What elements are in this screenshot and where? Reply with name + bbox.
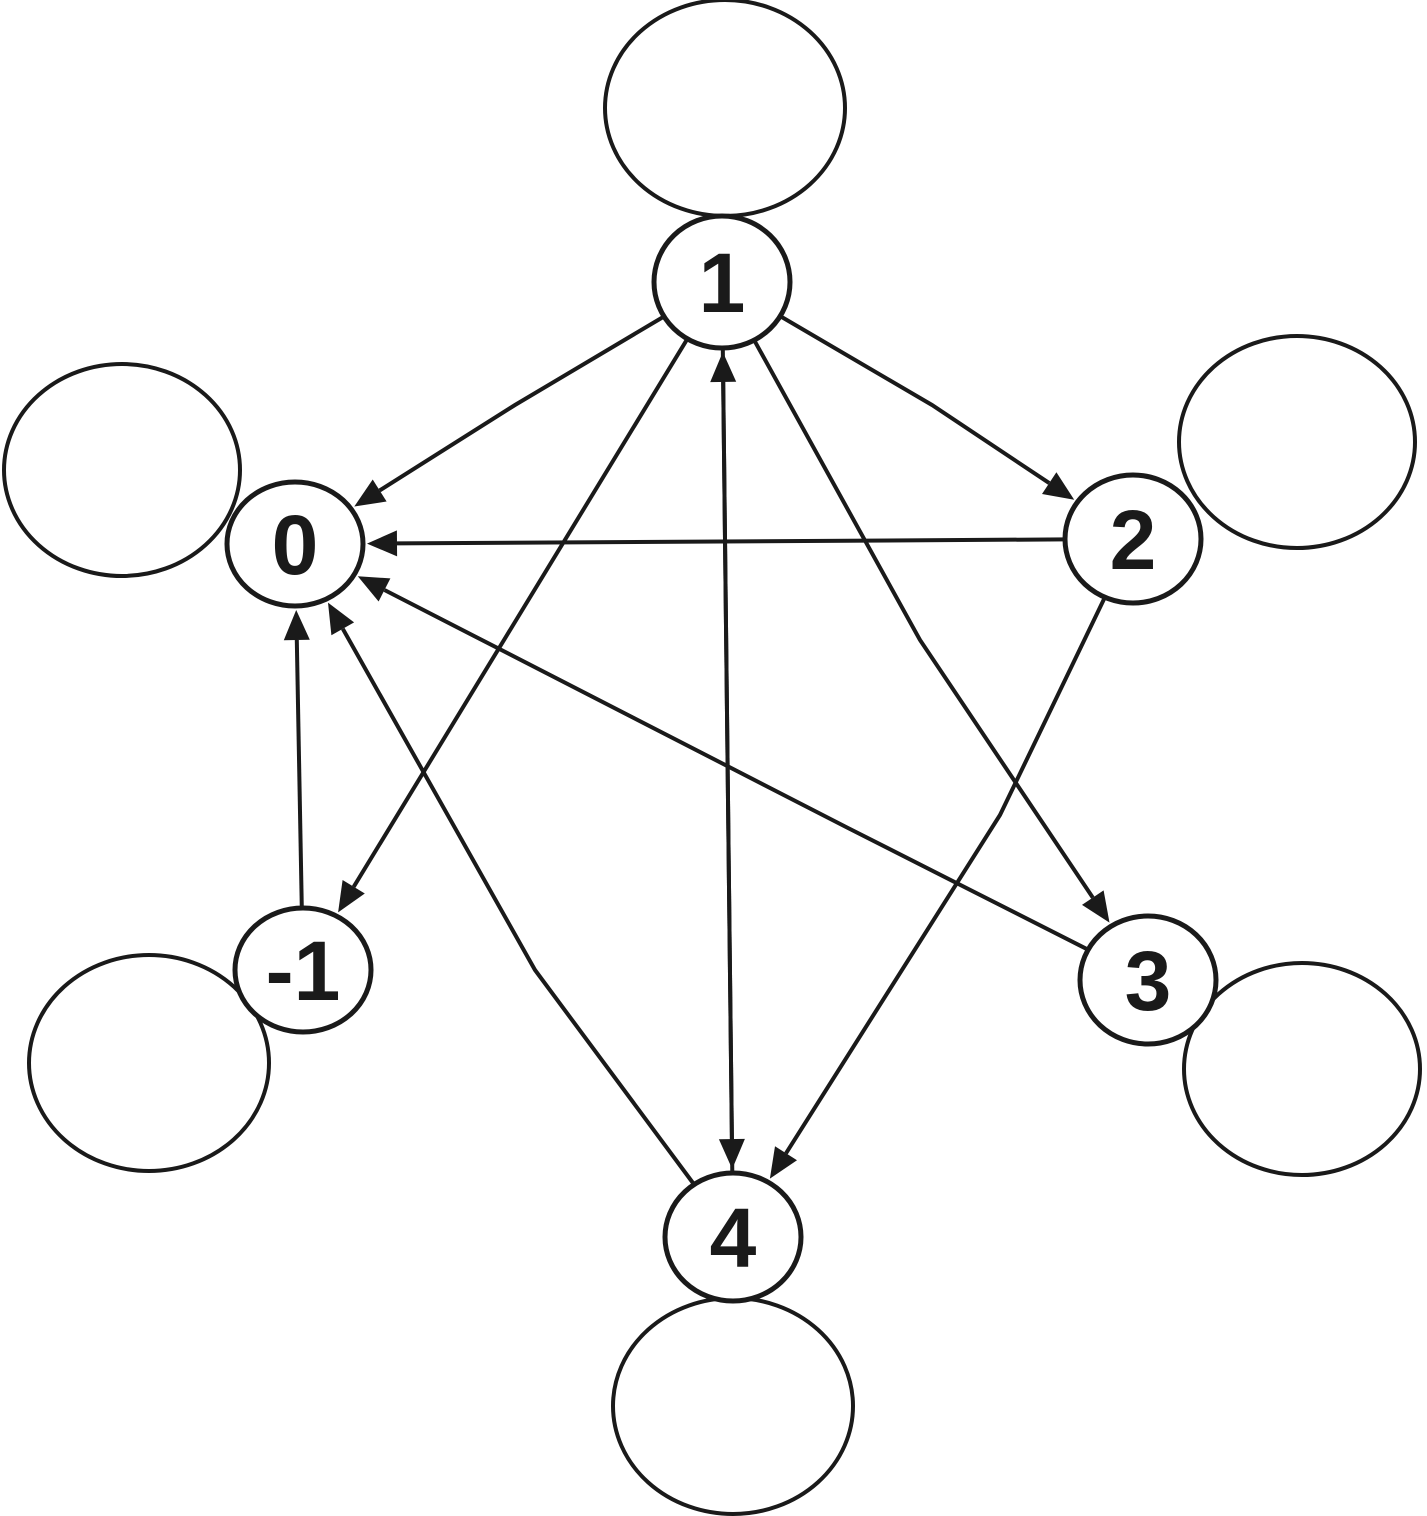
node-label-neg1: -1 (266, 924, 341, 1018)
edges (283, 314, 1110, 1186)
node-circle-0 (224, 479, 366, 609)
self-loop-4 (611, 1296, 855, 1516)
edge-4-to-0 (341, 627, 696, 1186)
arrowhead-1-to-2 (1042, 472, 1075, 500)
edge-1-to-neg1 (351, 337, 690, 888)
node-circle-3 (1077, 913, 1219, 1047)
edge-3-to-0 (383, 588, 1090, 952)
arrowhead-4-to-1 (710, 352, 737, 383)
edge-2-to-4 (784, 596, 1107, 1155)
node-circle-4 (662, 1170, 804, 1304)
edge-neg1-to-0 (294, 639, 304, 909)
arrowhead-neg1-to-0 (283, 610, 310, 641)
edge-2-to-0 (396, 537, 1066, 546)
edge-4-to-1 (721, 381, 735, 1174)
node-1: 1 (651, 213, 793, 351)
node-label-2: 2 (1110, 493, 1157, 587)
node-4: 4 (662, 1170, 804, 1304)
node-0: 0 (224, 479, 366, 609)
self-loop-3 (1182, 961, 1422, 1177)
node-circle-1 (651, 213, 793, 351)
nodes: 1 0 2 -1 3 4 (224, 213, 1219, 1304)
node-neg1: -1 (232, 905, 374, 1035)
arrowhead-3-to-0 (357, 576, 391, 602)
self-loop-2 (1177, 334, 1417, 550)
edge-1-to-3 (752, 339, 1095, 899)
edge-1-to-0 (378, 314, 666, 493)
edge-1-to-2 (779, 314, 1051, 485)
node-circle-2 (1062, 472, 1204, 606)
arrowhead-2-to-0 (367, 530, 398, 557)
arrowhead-2-to-4 (769, 1146, 797, 1179)
self-loop-0 (2, 362, 242, 578)
arrowhead-1-to-0 (354, 479, 387, 507)
node-label-0: 0 (272, 498, 319, 592)
arrowhead-4-to-0 (328, 602, 355, 636)
node-label-4: 4 (710, 1191, 757, 1285)
node-label-3: 3 (1125, 934, 1172, 1028)
node-2: 2 (1062, 472, 1204, 606)
node-circle-neg1 (232, 905, 374, 1035)
self-loop-1 (603, 0, 847, 218)
arrowhead-1-to-3 (1082, 890, 1110, 923)
self-loop-neg1 (27, 953, 271, 1173)
arrowhead-1-to-neg1 (338, 880, 365, 913)
node-label-1: 1 (699, 236, 746, 330)
node-3: 3 (1077, 913, 1219, 1047)
